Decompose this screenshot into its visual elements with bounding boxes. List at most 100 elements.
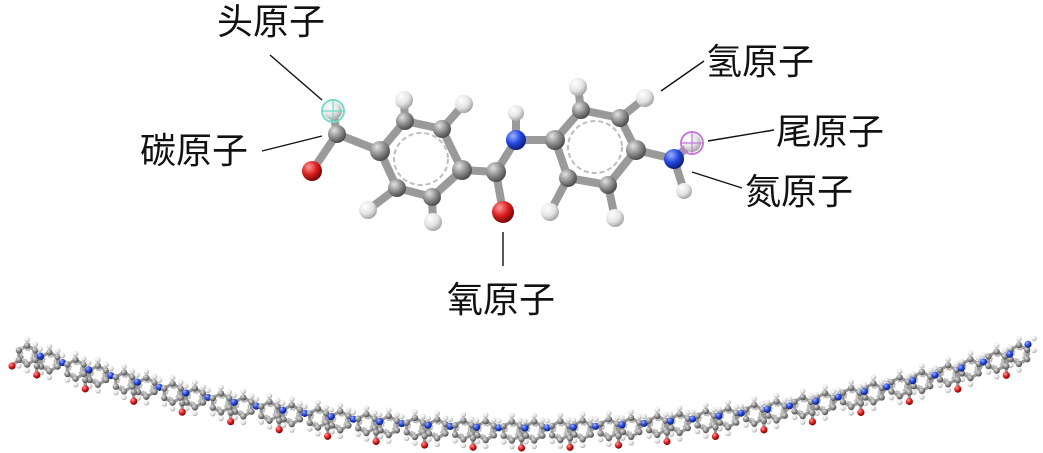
hydrogen-atom xyxy=(72,381,79,388)
carbon-atom xyxy=(143,374,150,381)
carbon-atom xyxy=(94,381,102,388)
carbon-atom xyxy=(839,389,847,396)
hydrogen-atom xyxy=(676,183,692,199)
carbon-atom xyxy=(46,368,53,375)
hydrogen-atom xyxy=(667,411,674,417)
hydrogen-atom xyxy=(482,412,489,418)
hydrogen-atom xyxy=(544,418,551,424)
oxygen-atom xyxy=(760,426,768,434)
hydrogen-atom xyxy=(569,78,587,96)
hydrogen-atom xyxy=(279,400,286,407)
hydrogen-atom xyxy=(541,203,559,221)
hydrogen-atom xyxy=(205,387,211,394)
hydrogen-atom xyxy=(345,407,352,413)
carbon-atom xyxy=(226,394,233,402)
carbon-atom xyxy=(46,349,53,356)
carbon-atom xyxy=(993,348,1000,355)
carbon-atom xyxy=(518,435,525,443)
oxygen-atom xyxy=(178,408,186,416)
carbon-atom xyxy=(896,393,903,400)
hydrogen-atom xyxy=(306,426,313,432)
hydrogen-atom xyxy=(743,422,749,428)
carbon-atom xyxy=(54,353,61,361)
oxygen-atom xyxy=(517,444,526,452)
carbon-atom xyxy=(760,417,768,425)
hydrogen-atom xyxy=(95,387,101,394)
hydrogen-atom xyxy=(945,387,951,394)
carbon-atom xyxy=(791,408,798,415)
hydrogen-atom xyxy=(183,405,190,412)
hydrogen-atom xyxy=(169,374,176,381)
hydrogen-atom xyxy=(297,401,303,407)
aromatic-ring xyxy=(117,375,131,389)
carbon-atom xyxy=(926,382,934,390)
hydrogen-atom xyxy=(72,350,79,357)
hydrogen-atom xyxy=(468,416,475,422)
hydrogen-atom xyxy=(108,365,114,372)
hydrogen-atom xyxy=(385,438,392,444)
hydrogen-atom xyxy=(121,363,127,370)
hydrogen-atom xyxy=(209,410,216,417)
hydrogen-atom xyxy=(764,399,771,406)
carbon-atom xyxy=(579,436,586,443)
oxygen-atom xyxy=(227,418,235,426)
carbon-atom xyxy=(773,417,780,424)
aromatic-ring xyxy=(430,422,444,436)
hydrogen-atom xyxy=(588,416,594,422)
carbon-atom xyxy=(742,415,750,423)
aromatic-ring xyxy=(941,368,955,382)
hydrogen-atom xyxy=(835,387,841,393)
carbon-atom xyxy=(765,412,772,419)
hydrogen-atom xyxy=(385,407,392,413)
carbon-atom xyxy=(539,432,546,439)
nitrogen-atom xyxy=(640,419,648,427)
hydrogen-atom xyxy=(848,379,854,385)
hydrogen-atom xyxy=(395,91,413,109)
hydrogen-atom xyxy=(799,419,806,425)
carbon-atom xyxy=(354,415,362,422)
hydrogen-atom xyxy=(460,411,467,418)
aromatic-ring xyxy=(567,120,623,174)
nitrogen-atom xyxy=(909,377,917,385)
hydrogen-atom xyxy=(509,412,515,419)
carbon-atom xyxy=(910,382,917,390)
oxygen-atom xyxy=(324,432,332,440)
aromatic-ring xyxy=(990,354,1004,368)
carbon-atom xyxy=(403,428,410,436)
carbon-atom xyxy=(460,436,467,443)
carbon-atom xyxy=(240,413,247,420)
hydrogen-atom xyxy=(676,436,683,442)
hydrogen-atom xyxy=(654,407,661,413)
hydrogen-atom xyxy=(426,436,432,443)
hydrogen-atom xyxy=(355,431,361,438)
carbon-atom xyxy=(490,432,498,439)
carbon-atom xyxy=(918,368,926,376)
hydrogen-atom xyxy=(531,412,537,419)
oxygen-atom xyxy=(275,426,283,434)
hydrogen-atom xyxy=(646,433,652,439)
hydrogen-atom xyxy=(474,438,481,445)
nitrogen-atom xyxy=(230,398,238,406)
carbon-atom xyxy=(611,109,629,127)
hydrogen-atom xyxy=(274,397,281,404)
aromatic-ring xyxy=(602,422,616,436)
hydrogen-atom xyxy=(509,443,515,450)
hydrogen-atom xyxy=(967,350,974,356)
carbon-atom xyxy=(169,399,176,406)
carbon-atom xyxy=(870,380,877,387)
hydrogen-atom xyxy=(434,410,440,417)
carbon-atom xyxy=(936,376,944,383)
hydrogen-atom xyxy=(434,441,440,448)
nitrogen-atom xyxy=(85,366,93,374)
hydrogen-atom xyxy=(759,400,766,407)
carbon-atom xyxy=(64,370,71,378)
hydrogen-atom xyxy=(46,343,53,350)
hydrogen-atom xyxy=(702,433,709,439)
carbon-atom xyxy=(433,416,441,423)
hydrogen-atom xyxy=(508,105,524,121)
hydrogen-atom xyxy=(192,379,198,386)
carbon-atom xyxy=(354,425,362,432)
carbon-atom xyxy=(619,428,627,436)
hydrogen-atom xyxy=(641,413,647,420)
label-head-atom: 头原子 xyxy=(217,2,325,43)
